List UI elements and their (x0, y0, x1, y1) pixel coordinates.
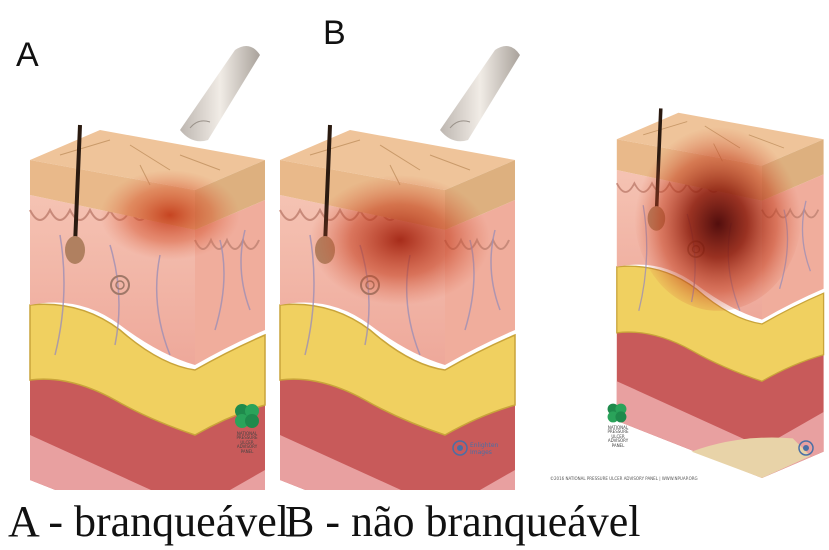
npuap-logo-c: NATIONAL PRESSURE ULCER ADVISORY PANEL (606, 402, 634, 462)
enlighten-text: Enlighten Images (470, 443, 510, 456)
enlighten-logo-b: Enlighten Images (452, 440, 512, 462)
npuap-icon-c (606, 402, 628, 424)
npuap-logo-text-c: NATIONAL PRESSURE ULCER ADVISORY PANEL (606, 426, 630, 448)
copyright-text: ©2016 NATIONAL PRESSURE ULCER ADVISORY P… (550, 476, 698, 481)
npuap-logo-a: NATIONAL PRESSURE ULCER ADVISORY PANEL (233, 402, 261, 462)
caption-a: A - branqueável (8, 500, 289, 544)
panel-c-illustration (608, 80, 828, 480)
npuap-logo-text: NATIONAL PRESSURE ULCER ADVISORY PANEL (233, 432, 261, 454)
enlighten-logo-c (798, 440, 818, 458)
enlighten-icon (452, 440, 468, 456)
enlighten-icon-c (798, 440, 814, 456)
panel-b-illustration (270, 40, 520, 490)
caption-b: B - não branqueável (285, 500, 641, 544)
npuap-icon (233, 402, 261, 430)
